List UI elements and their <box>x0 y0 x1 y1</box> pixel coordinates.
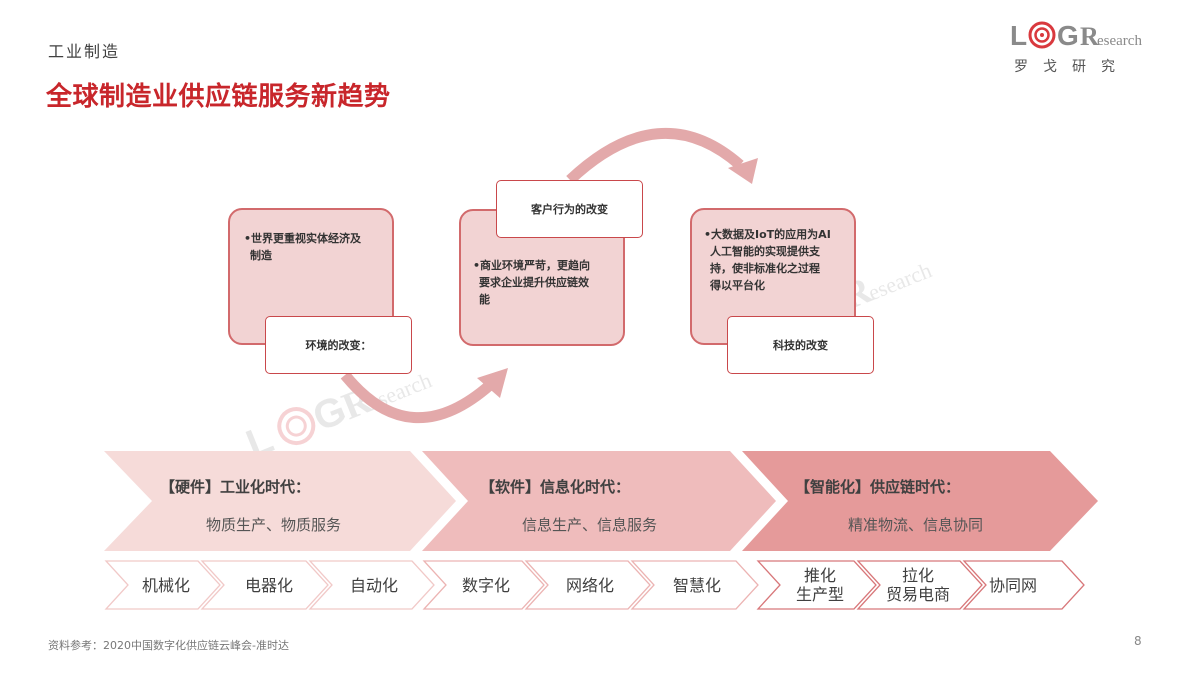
svg-text:esearch: esearch <box>1097 33 1142 49</box>
era-subtitle-hardware: 物质生产、物质服务 <box>206 516 342 534</box>
step-collaborative-network: 协同网 <box>988 575 1037 595</box>
card-line: •商业环境严苛，更趋向 <box>473 259 591 272</box>
card-line: 持，使非标准化之过程 <box>710 262 820 275</box>
svg-text:G: G <box>1057 20 1079 51</box>
logo-subtitle: 罗戈研究 <box>1014 59 1130 75</box>
step-electrification: 电器化 <box>244 575 293 595</box>
step-digitization: 数字化 <box>461 575 510 595</box>
era-subtitle-intelligent: 精准物流、信息协同 <box>848 516 984 534</box>
step-mechanization: 机械化 <box>141 575 190 595</box>
card-line: •世界更重视实体经济及 <box>244 232 362 245</box>
tag-environment-change: 环境的改变： <box>265 316 412 374</box>
source-note: 资料参考：2020中国数字化供应链云峰会-准时达 <box>48 639 289 652</box>
step-line: 推化 <box>803 566 836 585</box>
era-chevron-software <box>422 451 776 551</box>
svg-text:R: R <box>1080 22 1099 51</box>
step-line: 贸易电商 <box>885 585 950 604</box>
svg-text:L: L <box>1010 20 1027 51</box>
card-line: 制造 <box>250 249 272 262</box>
tag-technology-change: 科技的改变 <box>727 316 874 374</box>
page-number: 8 <box>1134 634 1142 648</box>
logo-mark-icon: L G R esearch <box>1010 20 1142 51</box>
card-line: 要求企业提升供应链效 <box>479 276 589 289</box>
card-bullet-text: •世界更重视实体经济及 制造 <box>244 230 389 264</box>
step-smart: 智慧化 <box>672 575 721 595</box>
tag-customer-behavior-change: 客户行为的改变 <box>496 180 643 238</box>
card-line: 得以平台化 <box>710 279 765 292</box>
step-line: 拉化 <box>901 566 934 585</box>
step-line: 生产型 <box>795 585 844 604</box>
step-automation: 自动化 <box>349 575 398 595</box>
category-label: 工业制造 <box>48 42 121 61</box>
era-chevron-intelligent <box>742 451 1098 551</box>
step-networking: 网络化 <box>565 575 614 595</box>
page-title: 全球制造业供应链服务新趋势 <box>46 82 391 112</box>
era-heading-software: 【软件】信息化时代： <box>480 478 631 496</box>
card-line: •大数据及IoT的应用为AI <box>704 228 831 241</box>
card-line: 能 <box>479 293 490 306</box>
card-line: 人工智能的实现提供支 <box>710 245 820 258</box>
card-bullet-text: •大数据及IoT的应用为AI 人工智能的实现提供支 持，使非标准化之过程 得以平… <box>704 226 856 294</box>
step-push-production: 推化 生产型 <box>778 563 862 607</box>
era-heading-intelligent: 【智能化】供应链时代： <box>795 478 961 496</box>
step-pull-trade-ecommerce: 拉化 贸易电商 <box>870 563 966 607</box>
card-bullet-text: •商业环境严苛，更趋向 要求企业提升供应链效 能 <box>473 257 623 308</box>
era-subtitle-software: 信息生产、信息服务 <box>522 516 658 534</box>
era-heading-hardware: 【硬件】工业化时代： <box>160 478 311 496</box>
logo: L G R esearch 罗戈研究 <box>1010 18 1160 78</box>
era-chevron-hardware <box>104 451 456 551</box>
